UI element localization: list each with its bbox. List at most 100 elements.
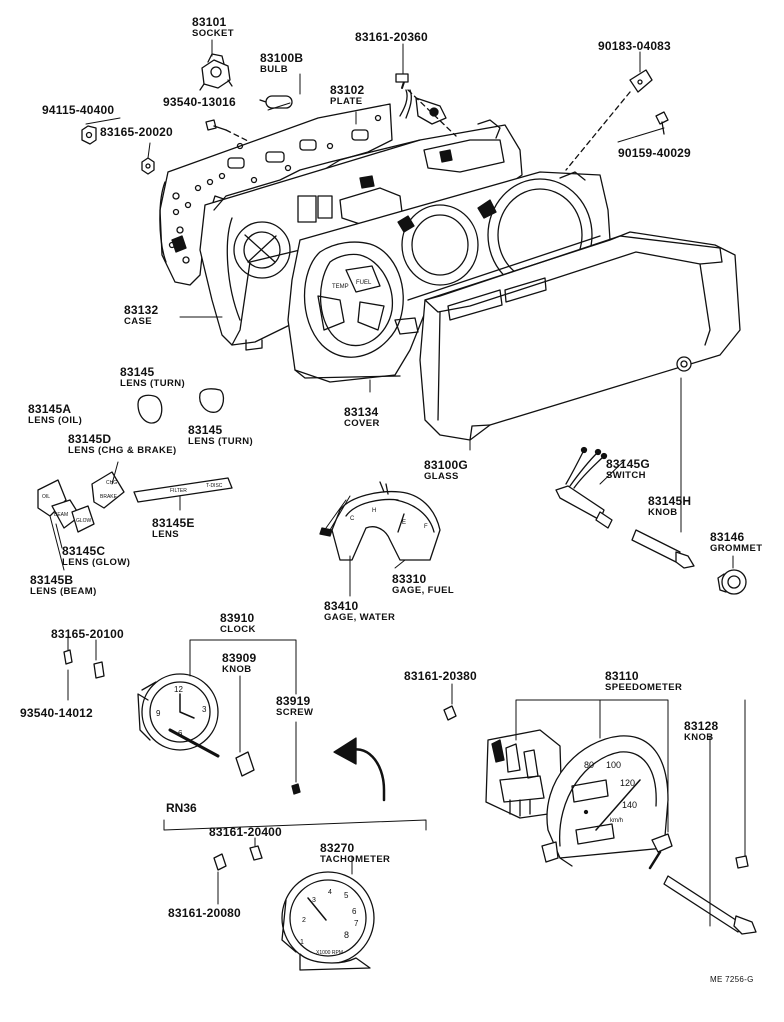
label-83100g-name: GLASS xyxy=(424,471,459,482)
dial-fuel: FUEL xyxy=(356,280,372,286)
tach-1: 1 xyxy=(300,939,304,946)
label-83919-name: SCREW xyxy=(276,707,314,718)
label-83161-20080: 83161-20080 xyxy=(168,906,241,920)
label-83145a-name: LENS (OIL) xyxy=(28,415,83,426)
lens-bar xyxy=(133,477,233,503)
label-83145g: 83145G xyxy=(606,457,650,471)
spd-140: 140 xyxy=(622,800,637,810)
clock-6: 6 xyxy=(178,729,183,738)
label-83145-right: 83145 xyxy=(188,423,223,437)
label-83161-20400: 83161-20400 xyxy=(209,825,282,839)
label-83910: 83910 xyxy=(220,611,255,625)
harness-drawing xyxy=(395,73,447,125)
clock-drawing xyxy=(63,649,301,795)
drawing-code: ME 7256-G xyxy=(710,975,754,984)
clock-3: 3 xyxy=(202,705,207,714)
label-83101-name: SOCKET xyxy=(192,28,234,39)
knob-83145h-drawing xyxy=(631,529,695,569)
spd-120: 120 xyxy=(620,778,635,788)
spd-kmh: km/h xyxy=(610,818,623,824)
lens-chg-text: CHG xyxy=(106,480,117,486)
label-83161-20360: 83161-20360 xyxy=(355,30,428,44)
tach-7: 7 xyxy=(354,919,359,928)
label-90183-04083: 90183-04083 xyxy=(598,39,671,53)
label-83165-20020: 83165-20020 xyxy=(100,125,173,139)
label-83146: 83146 xyxy=(710,530,745,544)
label-83145d: 83145D xyxy=(68,432,112,446)
label-83145-top-name: LENS (TURN) xyxy=(120,378,186,389)
label-83919: 83919 xyxy=(276,694,311,708)
label-83145c: 83145C xyxy=(62,544,106,558)
grommet-drawing xyxy=(717,569,747,595)
water-c: C xyxy=(350,516,355,522)
label-83145b-name: LENS (BEAM) xyxy=(30,586,97,597)
tach-rpm: X1000 RPM xyxy=(316,950,343,956)
label-83102-name: PLATE xyxy=(330,96,363,107)
leader-lines xyxy=(49,39,746,927)
label-83145c-name: LENS (GLOW) xyxy=(62,557,131,568)
tachometer-drawing xyxy=(213,845,375,971)
tach-4: 4 xyxy=(328,889,332,896)
label-83145e-name: LENS xyxy=(152,529,179,540)
fasteners-top xyxy=(81,69,669,175)
tach-8: 8 xyxy=(344,930,349,940)
spd-100: 100 xyxy=(606,760,621,770)
label-83310-name: GAGE, FUEL xyxy=(392,585,455,596)
lens-brake-text: BRAKE xyxy=(100,494,118,500)
lens-turn-left xyxy=(137,394,163,424)
label-83110: 83110 xyxy=(605,669,639,683)
lens-filter-text: FILTER xyxy=(170,488,187,494)
dial-temp: TEMP xyxy=(332,284,349,290)
knob-83128-drawing xyxy=(443,705,757,935)
label-83101: 83101 xyxy=(192,15,227,29)
label-83145b: 83145B xyxy=(30,573,74,587)
label-83161-20380: 83161-20380 xyxy=(404,669,477,683)
water-h: H xyxy=(372,508,376,514)
lens-turn-right xyxy=(199,388,225,413)
label-83100g: 83100G xyxy=(424,458,468,472)
tach-2: 2 xyxy=(302,917,306,924)
label-83410-name: GAGE, WATER xyxy=(324,612,396,623)
speedometer-drawing xyxy=(485,729,669,867)
label-83110-name: SPEEDOMETER xyxy=(605,682,683,693)
label-83145d-name: LENS (CHG & BRAKE) xyxy=(68,445,177,456)
glass-drawing xyxy=(419,231,741,441)
label-90159-40029: 90159-40029 xyxy=(618,146,691,160)
tach-5: 5 xyxy=(344,891,349,900)
label-83100b-name: BULB xyxy=(260,64,288,75)
label-83310: 83310 xyxy=(392,572,427,586)
label-94115-40400: 94115-40400 xyxy=(42,103,115,117)
label-83909-name: KNOB xyxy=(222,664,252,675)
label-83128: 83128 xyxy=(684,719,719,733)
gauge-water-fuel-drawing xyxy=(319,481,441,561)
direction-arrow xyxy=(333,737,386,802)
label-83145e: 83145E xyxy=(152,516,195,530)
case-drawing xyxy=(199,119,523,351)
lens-glow-text: GLOW xyxy=(76,518,92,524)
label-83410: 83410 xyxy=(324,599,359,613)
label-83134-name: COVER xyxy=(344,418,380,429)
label-83145g-name: SWITCH xyxy=(606,470,646,481)
lens-beam-text: BEAM xyxy=(54,512,68,518)
label-83134: 83134 xyxy=(344,405,379,419)
tach-3: 3 xyxy=(312,897,316,904)
lens-oil-text: OIL xyxy=(42,494,50,500)
fuel-f: F xyxy=(424,524,428,530)
label-83145a: 83145A xyxy=(28,402,72,416)
spd-80: 80 xyxy=(584,760,594,770)
label-83145-top: 83145 xyxy=(120,365,155,379)
label-83910-name: CLOCK xyxy=(220,624,256,635)
tach-6: 6 xyxy=(352,907,357,916)
fuel-e: E xyxy=(402,520,406,526)
clock-12: 12 xyxy=(174,685,183,694)
label-93540-14012: 93540-14012 xyxy=(20,706,93,720)
clock-9: 9 xyxy=(156,709,161,718)
lens-tdisc-text: T-DISC xyxy=(206,483,223,489)
label-83165-20100: 83165-20100 xyxy=(51,627,124,641)
socket-drawing xyxy=(199,53,233,91)
label-83128-name: KNOB xyxy=(684,732,714,743)
dial-labels: TEMP FUEL OIL BEAM GLOW CHG BRAKE FILTER… xyxy=(42,280,637,956)
label-83102: 83102 xyxy=(330,83,365,97)
label-rn36: RN36 xyxy=(166,801,197,815)
